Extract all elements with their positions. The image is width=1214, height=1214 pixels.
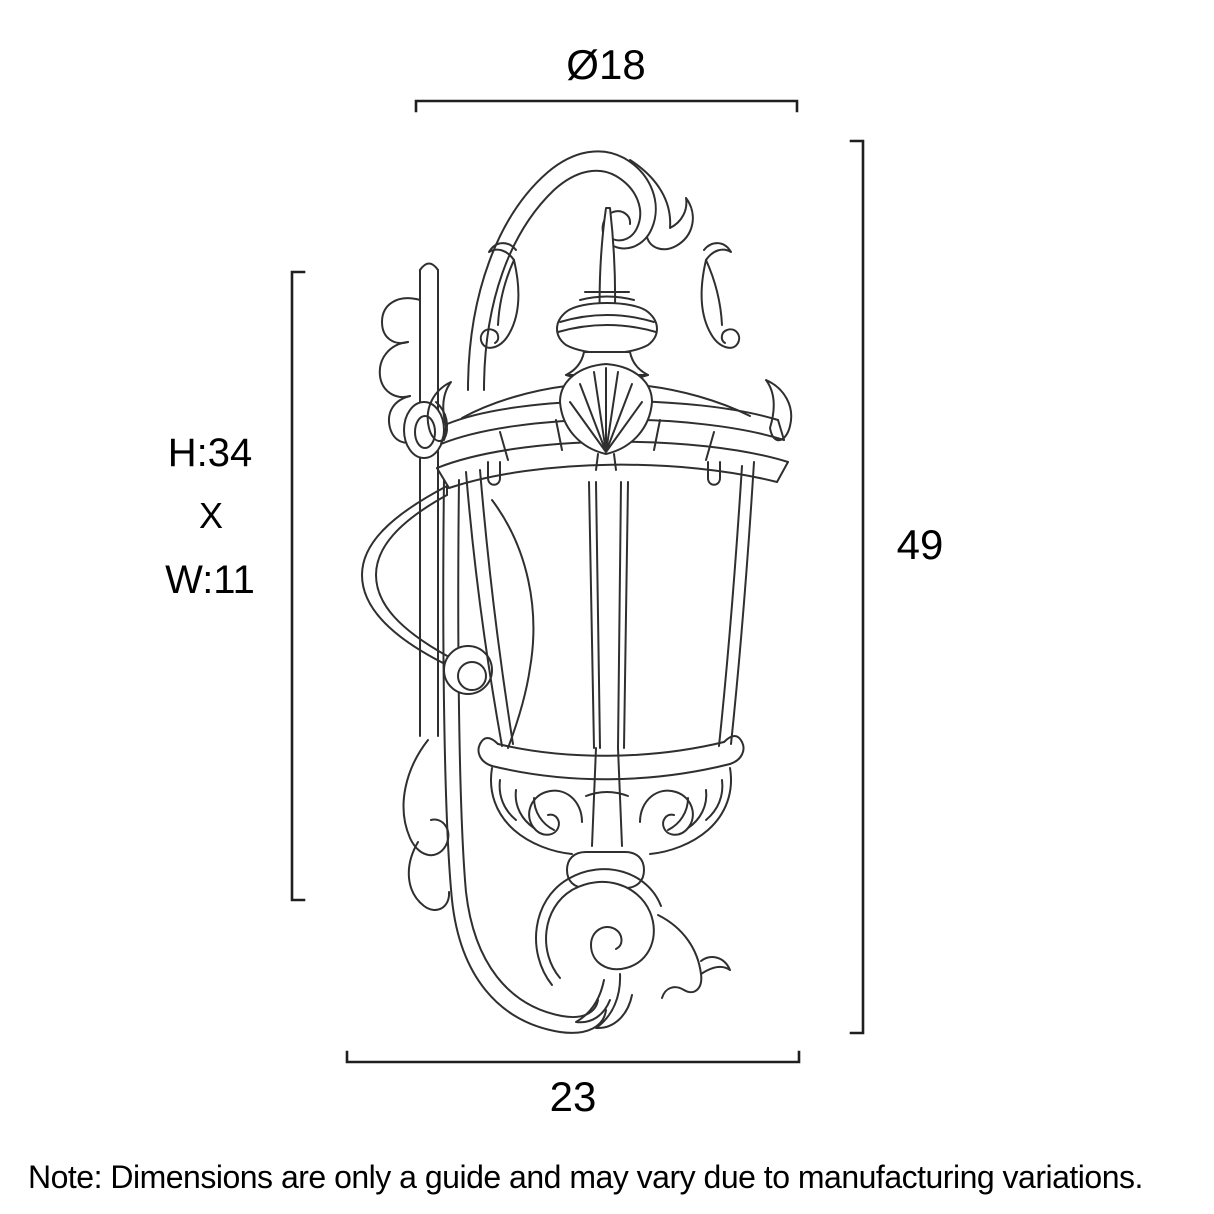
shell-palmette <box>559 363 653 471</box>
manufacturing-note: Note: Dimensions are only a guide and ma… <box>28 1159 1143 1195</box>
arm-knob <box>443 645 493 695</box>
right-horn <box>765 379 793 442</box>
right-flank-leaf <box>700 242 741 349</box>
glass-cage <box>465 461 755 749</box>
dim-label-separator: X <box>198 495 224 536</box>
bowl-spiral-right <box>639 789 694 836</box>
lower-support-arm <box>442 479 607 1034</box>
bowl-leaves <box>490 767 732 855</box>
dim-label-fixture-width: W:11 <box>165 558 255 602</box>
bowl-spiral-left <box>528 789 583 836</box>
bowed-front-rail <box>491 499 535 749</box>
left-crescent-scroll <box>361 485 450 667</box>
dim-line-top <box>414 99 799 113</box>
dim-label-base-width: 23 <box>549 1073 597 1120</box>
dim-label-fixture-height: H:34 <box>167 431 253 475</box>
dim-line-left <box>290 270 306 902</box>
dim-line-bottom <box>345 1050 801 1064</box>
scroll-leaf-flick <box>629 159 694 251</box>
left-flank-leaf <box>479 242 520 349</box>
wall-plate <box>378 262 449 737</box>
dimension-lines <box>290 99 865 1064</box>
dim-label-overall-height: 49 <box>896 521 944 568</box>
dim-line-right <box>849 139 865 1035</box>
bottom-scroll-finial <box>535 868 731 1030</box>
top-scroll-arm <box>467 150 694 391</box>
cage-pegs <box>487 461 721 486</box>
dim-label-diameter: Ø18 <box>566 41 646 88</box>
bottom-band <box>477 735 745 781</box>
lantern-line-art <box>361 150 793 1034</box>
left-horn <box>426 381 452 442</box>
plate-bottom-leaves <box>402 739 451 911</box>
finial-leaf-flick <box>657 914 703 999</box>
